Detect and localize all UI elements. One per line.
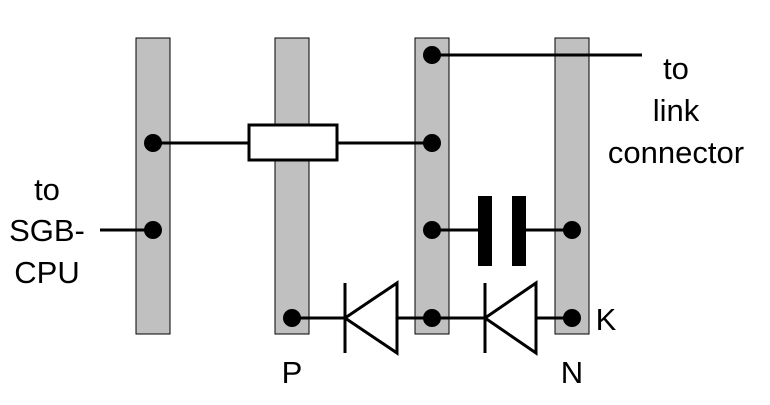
solder-point [423,134,441,152]
solder-point [144,221,162,239]
solder-point [563,309,581,327]
label-cpu: CPU [14,255,79,290]
resistor [247,123,339,162]
capacitor-plate-right [512,196,526,266]
diode-2 [482,280,538,356]
label-to-left: to [34,172,60,207]
strip-3 [414,37,450,335]
solder-point [144,134,162,152]
label-link: link [653,93,700,128]
strip-2-p [274,37,310,335]
solder-point [563,221,581,239]
label-to-right: to [663,51,689,86]
label-connector: connector [608,135,744,170]
solder-point [423,309,441,327]
label-sgb: SGB- [9,213,85,248]
solder-point [283,309,301,327]
label-n: N [561,355,583,390]
solder-point [423,221,441,239]
label-p: P [282,355,303,390]
diode-1 [342,280,399,356]
label-k: K [596,302,617,337]
solder-point [423,46,441,64]
strip-4-n [554,37,590,335]
strip-1 [135,37,171,335]
capacitor-plate-left [478,196,492,266]
